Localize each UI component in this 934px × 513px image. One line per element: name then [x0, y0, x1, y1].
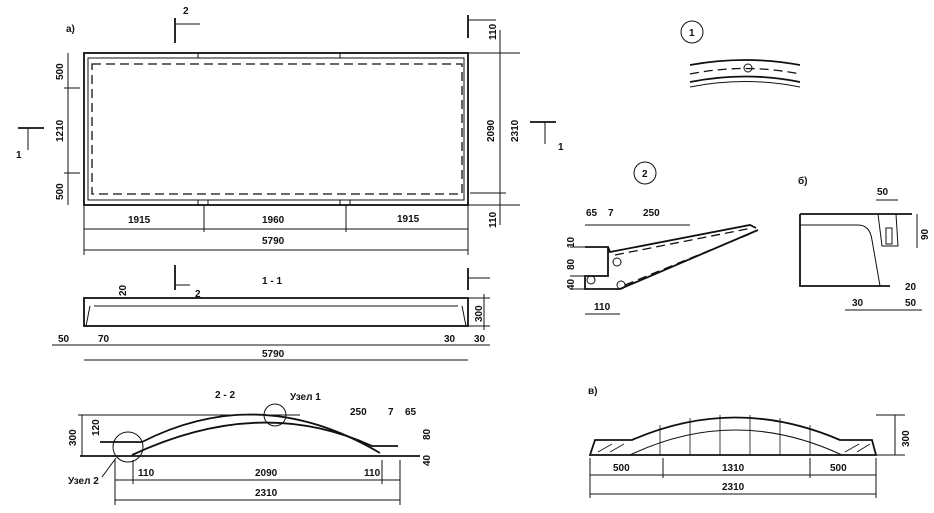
dim-2-2-2090: 2090	[255, 468, 278, 479]
section-mark-1-right: 1	[558, 142, 564, 153]
node2-dim-10: 10	[566, 236, 577, 248]
detail-v-dim-500-left: 500	[613, 463, 630, 474]
dim-2-2-250: 250	[350, 407, 367, 418]
dim-bottom-1915-left: 1915	[128, 215, 151, 226]
section-mark-1-left: 1	[16, 150, 22, 161]
node2-circle	[112, 431, 144, 463]
dim-2-2-7: 7	[388, 407, 394, 418]
dim-2-2-2310: 2310	[255, 488, 278, 499]
node2-number: 2	[642, 169, 648, 180]
node2-dim-80: 80	[566, 258, 577, 270]
dim-overall-5790: 5790	[262, 236, 285, 247]
detail-v-dim-2310: 2310	[722, 482, 745, 493]
node2-dim-7: 7	[608, 208, 614, 219]
detail-v-dim-1310: 1310	[722, 463, 745, 474]
section-1-1-title: 1 - 1	[262, 276, 282, 287]
plan-label: а)	[66, 24, 75, 35]
detail-b-dim-30: 30	[852, 298, 864, 309]
dim-bottom-1960: 1960	[262, 215, 285, 226]
dim-2-2-40: 40	[422, 454, 433, 466]
section-2-2: 2 - 2 Узел 1 300 120 250 7 65 80 40 110 …	[68, 390, 433, 505]
node2-dim-110: 110	[594, 302, 611, 313]
detail-b-dim-50-bottom: 50	[905, 298, 917, 309]
plan-view: а) 2 1 1 500 1210 500 110 2090 2310 110 …	[16, 6, 564, 255]
node2-dim-65: 65	[586, 208, 598, 219]
panel-outline	[83, 52, 469, 206]
dim-right-110-top: 110	[488, 23, 499, 40]
arch-bottom	[131, 421, 398, 456]
node1-circle	[263, 403, 287, 427]
dim-right-110-bottom: 110	[488, 211, 499, 228]
panel-inner-edge	[87, 57, 465, 201]
detail-v-label: в)	[588, 386, 597, 397]
node1-detail: 1	[680, 20, 801, 88]
section-2-2-title: 2 - 2	[215, 390, 235, 401]
dim-1-1-70: 70	[98, 334, 110, 345]
dim-2-2-80: 80	[422, 428, 433, 440]
detail-b-dim-50-top: 50	[877, 187, 889, 198]
detail-v-dim-300: 300	[901, 430, 912, 447]
dim-1-1-30-a: 30	[444, 334, 456, 345]
dim-right-2090: 2090	[486, 119, 497, 142]
node1-number: 1	[689, 28, 695, 39]
dim-2-2-65: 65	[405, 407, 417, 418]
detail-v-dim-500-right: 500	[830, 463, 847, 474]
dim-1-1-30-b: 30	[474, 334, 486, 345]
dim-left-1210: 1210	[55, 119, 66, 142]
section-1-1: 1 - 1 2 20 300 50 70 5790 30 30	[52, 265, 490, 361]
dim-2-2-110-right: 110	[364, 468, 381, 479]
node2-callout: Узел 2	[68, 476, 99, 487]
detail-b-dim-90: 90	[920, 228, 931, 240]
rib-dashed-outline	[91, 63, 463, 195]
dim-left-500-top: 500	[55, 63, 66, 80]
detail-b-label: б)	[798, 175, 808, 187]
node2-detail: 2 65 7 250 10 80 40 110	[566, 161, 759, 315]
node2-dim-250: 250	[643, 208, 660, 219]
dim-2-2-120: 120	[91, 419, 102, 436]
dim-2-2-300: 300	[68, 429, 79, 446]
dim-right-2310: 2310	[510, 119, 521, 142]
dim-left-500-bottom: 500	[55, 183, 66, 200]
detail-b: б) 50 90 20 30 50	[798, 175, 931, 311]
section-1-1-outline	[83, 297, 469, 327]
dim-bottom-1915-right: 1915	[397, 214, 420, 225]
node1-callout: Узел 1	[290, 392, 321, 403]
node2-dim-40: 40	[566, 278, 577, 290]
dim-1-1-5790: 5790	[262, 349, 285, 360]
section-mark-2: 2	[183, 6, 189, 17]
dim-1-1-50: 50	[58, 334, 70, 345]
dim-1-1-300: 300	[474, 305, 485, 322]
detail-v: в) 300 500 1310 500 2310	[588, 386, 912, 498]
dim-2-2-110-left: 110	[138, 468, 155, 479]
dim-1-1-20: 20	[118, 284, 129, 296]
section-1-1-mark: 2	[195, 289, 201, 300]
detail-b-dim-20: 20	[905, 282, 917, 293]
